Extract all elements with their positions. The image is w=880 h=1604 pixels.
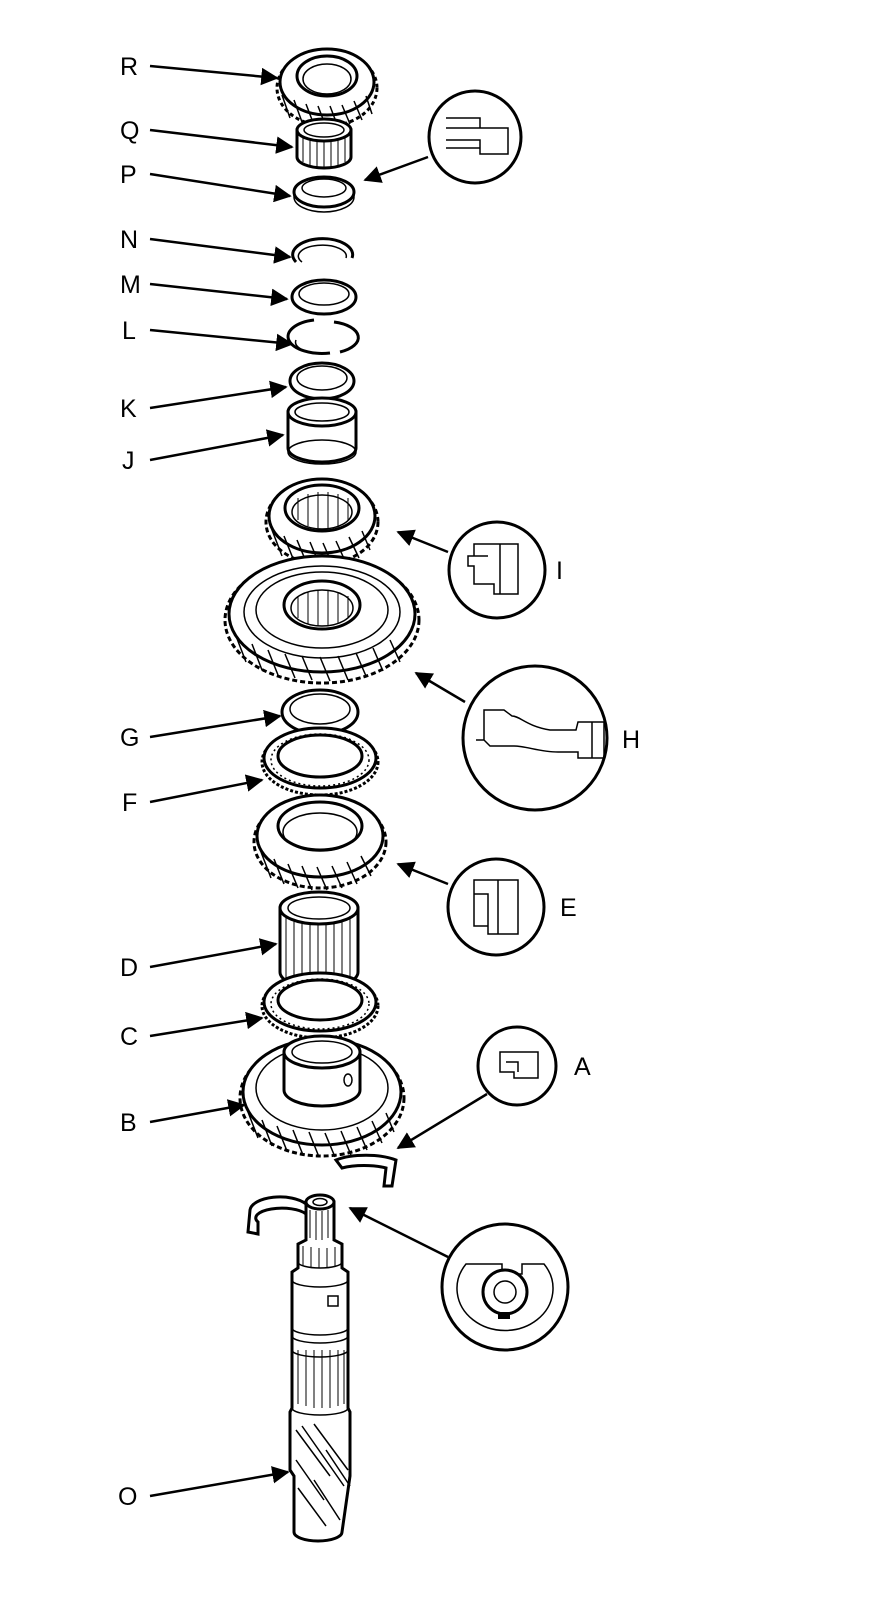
part-q-bearing [295,117,353,170]
label-g: G [120,724,139,752]
part-r-gear [275,47,379,128]
label-o: O [118,1483,137,1511]
label-n: N [120,226,138,254]
label-l: L [122,317,136,345]
detail-shaft-end [348,1206,570,1352]
label-b: B [120,1109,137,1137]
label-d: D [120,954,138,982]
part-k-ring [288,361,356,401]
detail-p [363,89,523,185]
leader-o [149,1466,290,1498]
leader-d [149,938,278,969]
part-labels: R Q P N M L K J I H G F E D C B A O [118,53,640,1511]
part-i-gear [264,477,380,567]
label-a: A [574,1053,591,1081]
leader-k [149,380,288,410]
detail-h [414,664,609,812]
part-l-collar [286,318,360,355]
label-e: E [560,894,577,922]
label-p: P [120,161,137,189]
leader-g [149,709,282,739]
label-k: K [120,395,137,423]
label-f: F [122,789,137,817]
part-f-thrust-bearing [260,726,380,797]
leader-r [149,64,279,86]
part-h-gear [223,554,421,685]
leader-f [149,774,264,804]
part-c-thrust-bearing [260,971,380,1040]
leader-n [149,237,292,264]
leader-q [149,128,294,154]
part-n-snap-ring [291,237,355,264]
leader-c [149,1011,264,1038]
detail-a [396,1025,558,1150]
label-m: M [120,271,141,299]
label-j: J [122,447,135,475]
label-h: H [622,726,640,754]
leader-m [149,282,289,306]
label-c: C [120,1023,138,1051]
part-p-washer [292,175,356,213]
part-m-ring [290,278,358,316]
leader-p [149,172,292,203]
detail-e [396,857,546,957]
part-b-gear [238,1034,406,1158]
label-i: I [556,557,563,585]
part-e-gear [252,793,388,891]
detail-i [396,520,547,620]
part-j-sleeve [286,396,358,465]
part-a-clip [333,1153,398,1188]
leader-l [149,328,294,352]
label-q: Q [120,117,139,145]
label-r: R [120,53,138,81]
part-o-shaft [246,1193,352,1543]
leader-lines [149,64,294,1498]
leader-b [149,1099,246,1124]
leader-j [149,429,285,462]
